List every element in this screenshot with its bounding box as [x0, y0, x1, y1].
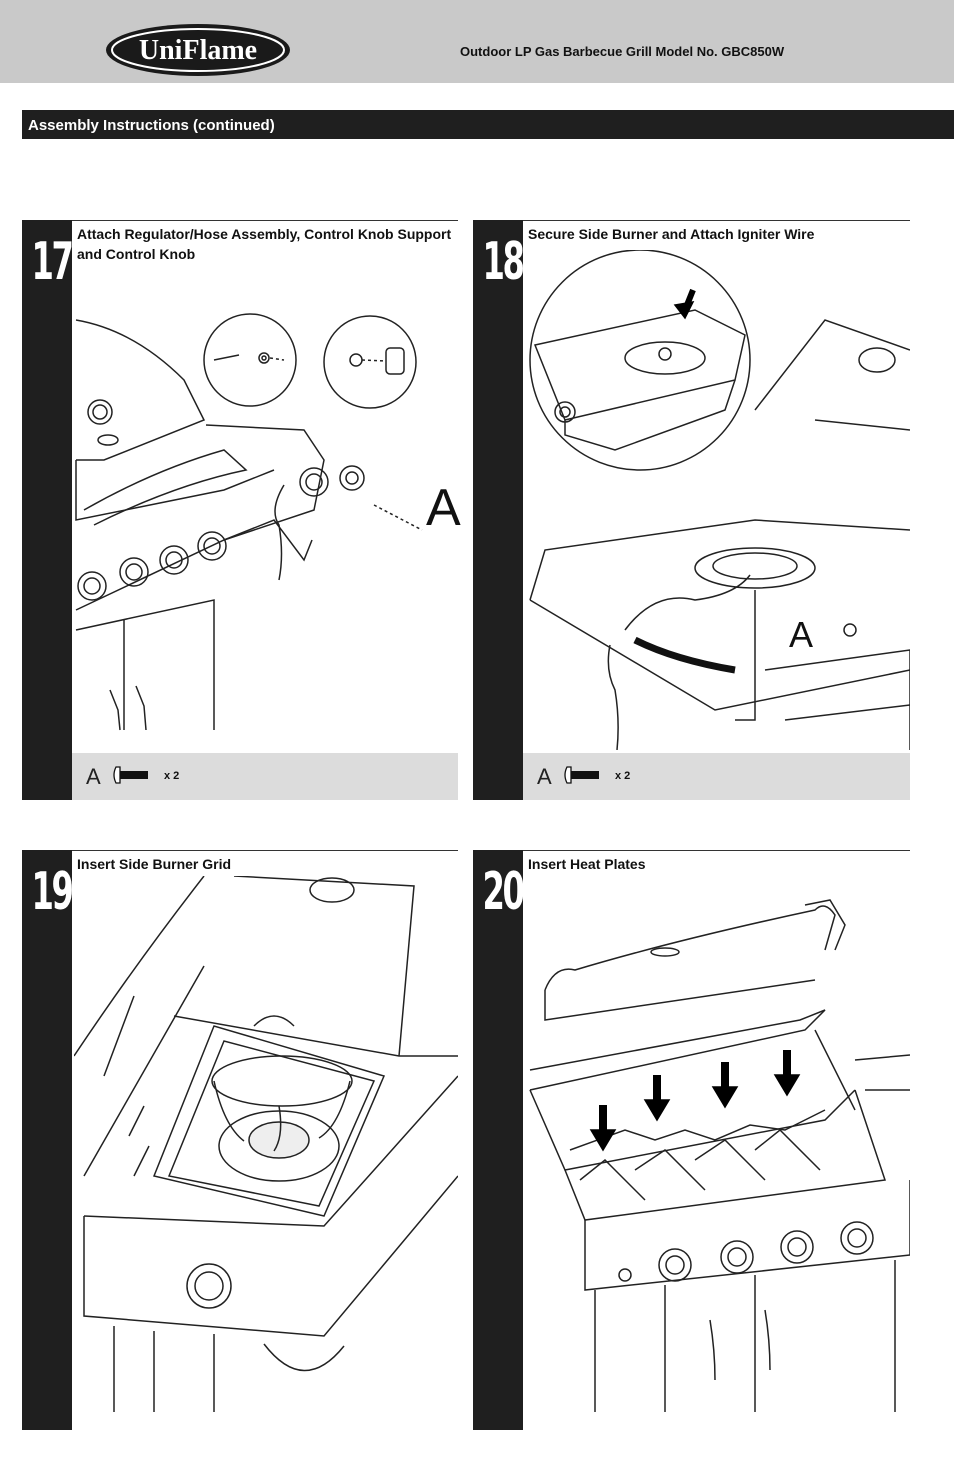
step-rule — [72, 850, 458, 851]
step-17: 17 Attach Regulator/Hose Assembly, Contr… — [22, 220, 461, 800]
step-number-column: 20 — [473, 850, 525, 1430]
screw-icon — [564, 766, 599, 784]
step-18: 18 Secure Side Burner and Attach Igniter… — [473, 220, 910, 800]
step-20: 20 Insert Heat Plates — [473, 850, 910, 1430]
part-letter: A — [86, 764, 101, 789]
callout-label: A — [426, 479, 461, 537]
callout-label: A — [789, 614, 814, 655]
section-title: Assembly Instructions (continued) — [28, 117, 275, 134]
step-number-column: 18 — [473, 220, 525, 800]
svg-text:UniFlame: UniFlame — [139, 35, 257, 66]
step-number: 18 — [482, 232, 525, 292]
step-title: Attach Regulator/Hose Assembly, Control … — [77, 226, 452, 262]
step-number-column: 17 — [22, 220, 74, 800]
step-title: Insert Side Burner Grid — [77, 856, 232, 872]
step-number: 20 — [482, 862, 525, 922]
screw-icon — [113, 766, 148, 784]
step-number: 17 — [31, 232, 74, 292]
step-rule — [523, 850, 910, 851]
step-rule — [523, 220, 910, 221]
part-quantity: x 2 — [164, 770, 180, 782]
section-header: Assembly Instructions (continued) — [22, 110, 954, 139]
parts-bar: A x 2 — [523, 753, 910, 800]
step-title: Insert Heat Plates — [528, 856, 646, 872]
step-number: 19 — [31, 862, 74, 922]
parts-bar: A x 2 — [72, 753, 458, 800]
page-header: UniFlame Outdoor LP Gas Barbecue Grill M… — [0, 0, 954, 83]
side-burner-grid-illustration — [74, 876, 458, 1412]
step-19: 19 Insert Side Burner Grid — [22, 850, 458, 1430]
side-burner-igniter-illustration — [529, 250, 910, 750]
uniflame-logo: UniFlame — [106, 24, 290, 76]
document-title: Outdoor LP Gas Barbecue Grill Model No. … — [460, 44, 785, 59]
part-quantity: x 2 — [615, 770, 631, 782]
part-letter: A — [537, 764, 552, 789]
regulator-assembly-illustration — [75, 313, 423, 731]
step-number-column: 19 — [22, 850, 74, 1430]
heat-plates-illustration — [529, 899, 910, 1412]
step-title: Secure Side Burner and Attach Igniter Wi… — [528, 226, 815, 242]
step-rule — [72, 220, 458, 221]
